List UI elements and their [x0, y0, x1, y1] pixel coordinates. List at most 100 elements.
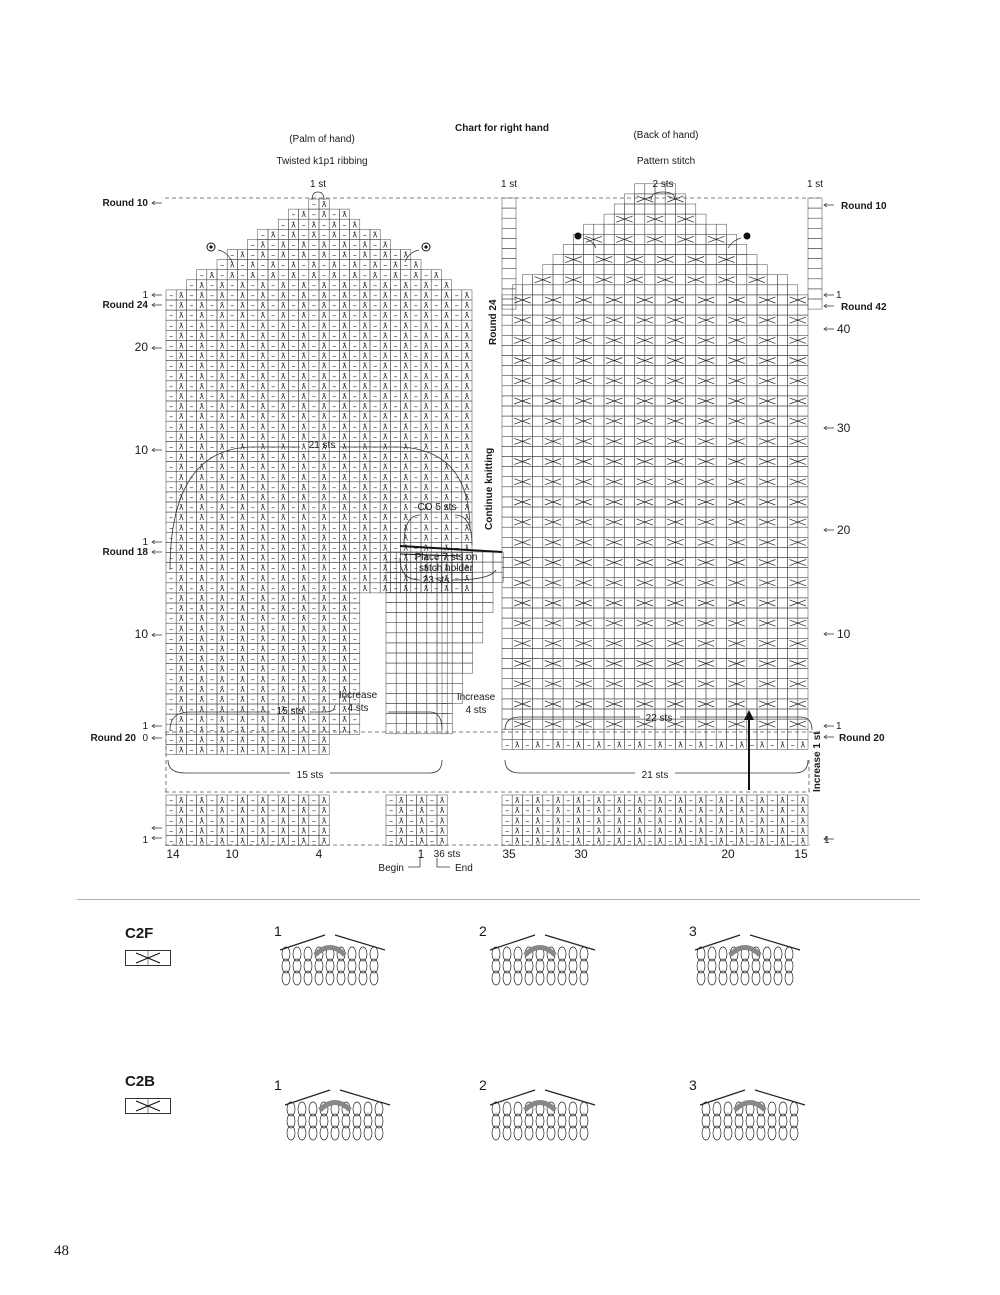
twisted-knit-symbol: ƛ [281, 725, 286, 734]
purl-symbol: – [455, 443, 459, 452]
grid-cell [406, 652, 417, 664]
purl-symbol: – [169, 443, 173, 452]
purl-symbol: – [424, 271, 428, 280]
purl-symbol: – [190, 584, 194, 593]
twisted-knit-symbol: ƛ [199, 544, 204, 553]
twisted-knit-symbol: ƛ [281, 513, 286, 522]
purl-symbol: – [394, 493, 398, 502]
grid-cell [501, 658, 513, 669]
twisted-knit-symbol: ƛ [301, 685, 306, 694]
purl-symbol: – [230, 685, 234, 694]
twisted-knit-symbol: ƛ [373, 230, 378, 239]
purl-symbol: – [292, 321, 296, 330]
grid-cell [603, 436, 615, 447]
grid-cell [501, 375, 513, 387]
grid-cell [787, 405, 799, 417]
grid-cell [552, 506, 564, 518]
grid-cell [675, 234, 686, 245]
purl-symbol: – [210, 655, 214, 664]
twisted-knit-symbol: ƛ [301, 251, 306, 260]
grid-cell [552, 466, 564, 477]
purl-symbol: – [251, 362, 255, 371]
grid-cell [562, 365, 574, 376]
purl-symbol: – [169, 624, 173, 633]
twisted-knit-symbol: ƛ [240, 675, 245, 684]
twisted-knit-symbol: ƛ [352, 220, 357, 229]
purl-symbol: – [434, 311, 438, 320]
purl-symbol: – [434, 533, 438, 542]
purl-symbol: – [373, 422, 377, 431]
grid-cell [542, 446, 554, 457]
purl-symbol: – [210, 473, 214, 482]
grid-cell [787, 638, 799, 649]
purl-symbol: – [251, 624, 255, 633]
grid-cell [664, 607, 676, 619]
twisted-knit-symbol: ƛ [240, 634, 245, 643]
purl-symbol: – [434, 422, 438, 431]
grid-cell [736, 274, 748, 286]
twisted-knit-symbol: ƛ [383, 301, 388, 310]
grid-cell [807, 197, 823, 209]
grid-cell [695, 476, 707, 488]
purl-symbol: – [271, 372, 275, 381]
grid-cell [542, 557, 554, 568]
grid-cell [756, 577, 768, 589]
twisted-knit-symbol: ƛ [179, 614, 184, 623]
grid-cell [685, 557, 697, 568]
grid-cell [573, 537, 584, 548]
twisted-knit-symbol: ƛ [322, 382, 327, 391]
grid-cell [511, 436, 523, 447]
grid-cell [736, 547, 748, 558]
grid-cell [675, 718, 686, 730]
grid-cell [482, 582, 494, 593]
purl-symbol: – [404, 261, 408, 270]
grid-cell [807, 217, 823, 229]
grid-cell [766, 284, 778, 296]
purl-symbol: – [190, 685, 194, 694]
grid-cell [736, 254, 748, 265]
grid-cell [766, 708, 778, 720]
twisted-knit-symbol: ƛ [261, 614, 266, 623]
grid-cell [511, 728, 523, 740]
twisted-knit-symbol: ƛ [322, 584, 327, 593]
grid-cell [522, 678, 533, 690]
purl-symbol: – [271, 735, 275, 744]
grid-cell [705, 506, 717, 518]
grid-cell [705, 304, 717, 316]
grid-cell [715, 506, 727, 518]
grid-cell [385, 713, 397, 724]
twisted-knit-symbol: ƛ [261, 392, 266, 401]
grid-cell [511, 516, 523, 528]
twisted-knit-symbol: ƛ [240, 463, 245, 472]
purl-symbol: – [414, 443, 418, 452]
purl-symbol: – [292, 291, 296, 300]
grid-cell [807, 298, 823, 310]
grid-cell [766, 385, 778, 397]
grid-cell [756, 698, 768, 710]
purl-symbol: – [312, 523, 316, 532]
grid-cell [685, 486, 697, 498]
purl-symbol: – [210, 493, 214, 502]
twisted-knit-symbol: ƛ [383, 352, 388, 361]
grid-cell [522, 648, 533, 659]
grid-cell [613, 405, 625, 417]
grid-cell [613, 264, 625, 275]
grid-cell [562, 446, 574, 457]
twisted-knit-symbol: ƛ [444, 331, 449, 340]
grid-cell [787, 678, 799, 690]
grid-cell [583, 486, 595, 498]
grid-cell [613, 648, 625, 659]
grid-cell [451, 622, 463, 634]
twisted-knit-symbol: ƛ [240, 584, 245, 593]
grid-cell [552, 294, 564, 306]
grid-cell [685, 335, 697, 346]
twisted-knit-symbol: ƛ [240, 281, 245, 290]
grid-cell [736, 355, 748, 366]
twisted-knit-symbol: ƛ [271, 230, 276, 239]
purl-symbol: – [230, 311, 234, 320]
purl-symbol: – [230, 392, 234, 401]
grid-cell [746, 516, 758, 528]
grid-cell [542, 516, 554, 528]
grid-cell [736, 617, 748, 629]
grid-cell [644, 627, 656, 639]
